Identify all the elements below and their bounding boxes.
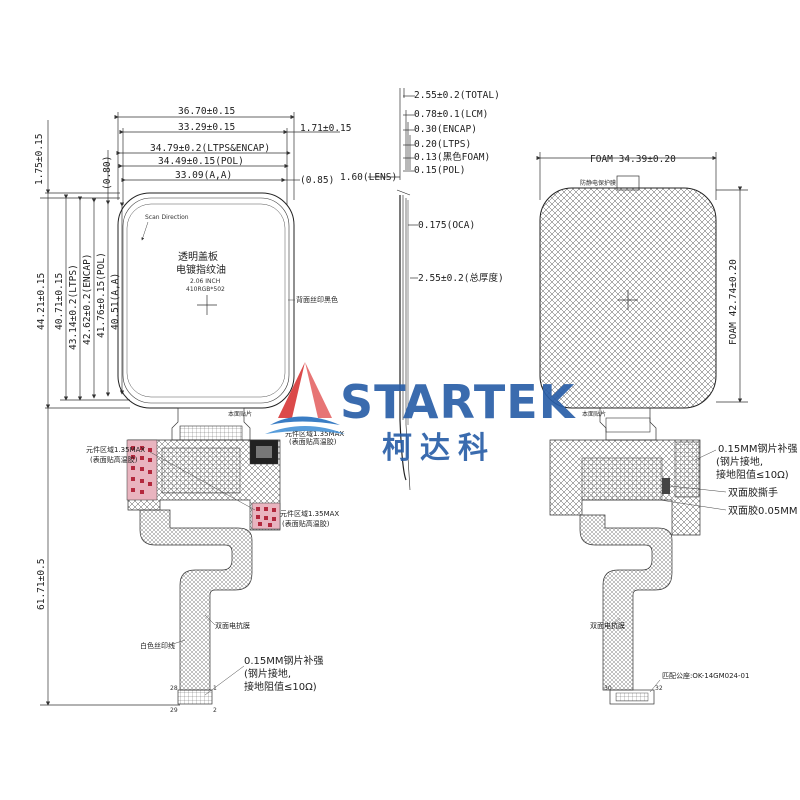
dim-ltps-width: 34.79±0.2(LTPS&ENCAP) <box>150 143 270 154</box>
side-dim-lcm: 0.78±0.1(LCM) <box>414 109 488 120</box>
steel-note-line3: 接地阻值≤10Ω) <box>244 680 317 693</box>
front-view: 36.70±0.15 33.29±0.15 1.71±0.15 34.79±0.… <box>34 106 351 714</box>
comp-area-right-note-2: (表面贴高温胶) <box>282 519 330 528</box>
back-steel-note-2: (钢片接地, <box>716 455 763 468</box>
side-dim-lens: 1.60(LENS) <box>340 172 397 183</box>
protect-film-label: 防静电保护膜 <box>580 179 616 187</box>
component-dots-right <box>256 507 276 527</box>
pin-label-1: 1 <box>213 685 217 692</box>
double-sided-film-label: 双面电抗膜 <box>215 621 250 630</box>
cover-lens-outline <box>117 192 295 409</box>
panel-outline <box>122 197 290 404</box>
dim-pol-width: 34.49±0.15(POL) <box>158 156 244 167</box>
white-silkscreen-label: 白色丝印线 <box>140 641 175 650</box>
tape-tear-tab <box>662 478 670 494</box>
tape-tear-label: 双面胶撕手 <box>728 486 778 499</box>
side-dim-foam: 0.13(黑色FOAM) <box>414 151 490 163</box>
panel-text-cover: 透明盖板 <box>178 250 218 263</box>
back-film-label: 双面电抗膜 <box>590 621 625 630</box>
steel-note-line1: 0.15MM钢片补强 <box>244 654 324 667</box>
foam-height-dim: FOAM 42.74±0.20 <box>728 259 739 345</box>
fpc-connector-strip <box>179 425 243 441</box>
back-fpc-neck <box>599 407 657 441</box>
comp-area-right-note: (表面贴高温胶) <box>289 437 337 446</box>
pin-label-2: 2 <box>213 707 217 714</box>
brand-name: STARTEK <box>340 375 577 429</box>
small-label-front: 本面贴片 <box>228 410 252 418</box>
active-area-outline <box>126 203 286 398</box>
small-label-back: 本面贴片 <box>582 410 606 418</box>
scan-direction-label: Scan Direction <box>145 214 189 221</box>
back-steel-note-1: 0.15MM钢片补强 <box>718 442 798 455</box>
side-view: 2.55±0.2(TOTAL) 0.78±0.1(LCM) 0.30(ENCAP… <box>340 88 504 491</box>
dim-encap-height: 42.62±0.2(ENCAP) <box>82 253 93 345</box>
dim-overall-width: 36.70±0.15 <box>178 106 235 117</box>
dim-ltps-height: 43.14±0.2(LTPS) <box>68 264 79 350</box>
steel-note-line2: (钢片接地, <box>244 667 291 680</box>
startek-logo-icon <box>265 362 345 434</box>
back-print-label: 背面丝印黑色 <box>296 295 338 304</box>
back-connector <box>609 689 655 705</box>
fpc-chip-area <box>161 447 241 494</box>
comp-area-right-label: 元件区域1.35MAX <box>285 429 344 438</box>
side-dim-oca: 0.175(OCA) <box>418 220 475 231</box>
component-dots-left <box>131 446 152 494</box>
dim-inner-height: 40.71±0.15 <box>54 273 65 330</box>
back-pin-30: 30 <box>604 685 612 692</box>
dim-inner-width: 33.29±0.15 <box>178 122 235 133</box>
pin-label-29: 29 <box>170 707 178 714</box>
comp-area-right-label-2: 元件区域1.35MAX <box>280 509 339 518</box>
component-chip <box>256 446 272 458</box>
panel-text-size: 2.06 INCH <box>190 278 220 285</box>
dim-top-margin: 1.75±0.15 <box>34 134 45 185</box>
dim-gap: (0.80) <box>102 156 113 190</box>
side-dim-total: 2.55±0.2(TOTAL) <box>414 90 500 101</box>
pin-label-28: 28 <box>170 685 178 692</box>
back-double-tape-area <box>581 457 663 501</box>
dim-overall-height: 44.21±0.15 <box>36 273 47 330</box>
foam-width-dim: FOAM 34.39±0.20 <box>590 154 676 165</box>
dim-aa-offset: (0.85) <box>300 175 334 186</box>
dim-aa-height: 40.51(A,A) <box>110 273 121 330</box>
dim-pol-height: 41.76±0.15(POL) <box>96 252 107 338</box>
brand-name-cn: 柯达科 <box>382 431 496 466</box>
side-dim-ltps: 0.20(LTPS) <box>414 139 471 150</box>
panel-text-coating: 电镀指纹油 <box>176 263 226 276</box>
back-fpc-window <box>605 417 651 433</box>
back-steel-note-3: 接地阻值≤10Ω) <box>716 468 789 481</box>
flex-cable <box>139 509 253 691</box>
panel-text-resolution: 410RGB*502 <box>186 286 225 293</box>
comp-area-left-note: (表面贴高温胶) <box>90 455 138 464</box>
connector-note: 匹配公座:OK-14GM024-01 <box>662 671 749 680</box>
side-dim-encap: 0.30(ENCAP) <box>414 124 477 135</box>
tape-label: 双面胶0.05MM <box>728 504 798 517</box>
back-flex-cable <box>579 514 673 691</box>
dim-edge-offset: 1.71±0.15 <box>300 123 351 134</box>
fpc-gold-finger <box>177 689 213 705</box>
back-pin-32: 32 <box>655 685 663 692</box>
comp-area-left-label: 元件区域1.35MAX <box>86 445 145 454</box>
dim-total-length: 61.71±0.5 <box>36 559 47 610</box>
back-view: FOAM 34.39±0.20 FOAM 42.74±0.20 防静电保护膜 本… <box>536 152 798 705</box>
side-dim-total-cn: 2.55±0.2(总厚度) <box>418 272 504 284</box>
side-dim-pol: 0.15(POL) <box>414 165 465 176</box>
startek-watermark: STARTEK 柯达科 <box>265 362 577 466</box>
dim-aa-width: 33.09(A,A) <box>175 170 232 181</box>
back-connector-pins <box>615 692 649 702</box>
